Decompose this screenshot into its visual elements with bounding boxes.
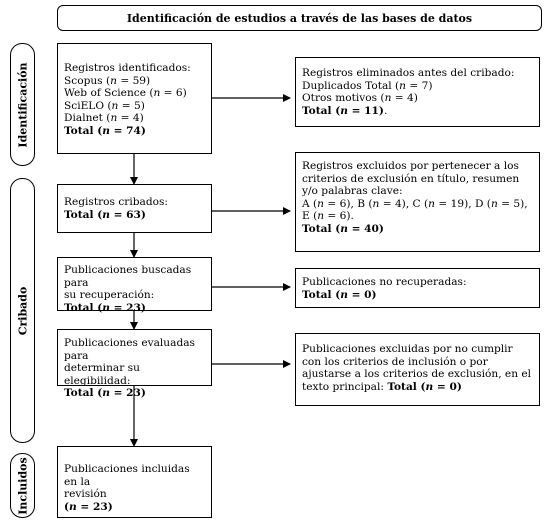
phase-identificacion: Identificación	[10, 43, 35, 166]
box-registros-excluidos: Registros excluidos por pertenecer a los…	[295, 152, 540, 252]
publicaciones-excluidas-total: texto principal: Total (n = 0)	[302, 380, 462, 393]
publicaciones-excluidas-line-3: ajustarse a los criterios de exclusión, …	[302, 368, 532, 381]
publicaciones-incluidas-total: (n = 23)	[64, 500, 113, 513]
phase-cribado: Cribado	[10, 178, 35, 443]
diagram-title-text: Identificación de estudios a través de l…	[126, 11, 473, 25]
publicaciones-excluidas-line-2: con los criterios de inclusión o por	[302, 355, 488, 368]
publicaciones-no-recuperadas-total: Total (n = 0)	[302, 288, 377, 301]
publicaciones-evaluadas-line-1: Publicaciones evaluadas para	[64, 337, 195, 362]
publicaciones-incluidas-line-2: revisión	[64, 488, 107, 501]
publicaciones-incluidas-line-1: Publicaciones incluidas en la	[64, 463, 190, 488]
registros-cribados-heading: Registros cribados:	[64, 196, 169, 208]
phase-incluidos: Incluidos	[10, 453, 35, 518]
box-publicaciones-no-recuperadas: Publicaciones no recuperadas: Total (n =…	[295, 268, 540, 308]
registros-excluidos-line-3: y/o palabras clave:	[302, 185, 403, 198]
registros-excluidos-categories-1: A (n = 6), B (n = 4), C (n = 19), D (n =…	[302, 197, 528, 210]
registros-identificados-scielo: SciELO (n = 5)	[64, 99, 145, 112]
publicaciones-excluidas-line-1: Publicaciones excluidas por no cumplir	[302, 343, 513, 355]
registros-identificados-dialnet: Dialnet (n = 4)	[64, 112, 144, 125]
box-publicaciones-incluidas: Publicaciones incluidas en la revisión (…	[57, 446, 212, 518]
registros-excluidos-total: Total (n = 40)	[302, 222, 384, 235]
publicaciones-evaluadas-total: Total (n = 23)	[64, 387, 146, 400]
publicaciones-evaluadas-line-2: determinar su elegibilidad:	[64, 362, 140, 387]
registros-eliminados-heading: Registros eliminados antes del cribado:	[302, 67, 515, 79]
registros-eliminados-duplicados: Duplicados Total (n = 7)	[302, 79, 433, 92]
registros-excluidos-categories-2: E (n = 6).	[302, 210, 354, 223]
box-registros-identificados: Registros identificados: Scopus (n = 59)…	[57, 43, 212, 154]
registros-identificados-wos: Web of Science (n = 6)	[64, 87, 187, 100]
publicaciones-buscadas-line-2: su recuperación:	[64, 289, 155, 302]
registros-cribados-total: Total (n = 63)	[64, 208, 146, 221]
publicaciones-buscadas-total: Total (n = 23)	[64, 301, 146, 314]
publicaciones-buscadas-line-1: Publicaciones buscadas para	[64, 264, 192, 289]
box-publicaciones-excluidas: Publicaciones excluidas por no cumplir c…	[295, 333, 540, 406]
box-publicaciones-evaluadas: Publicaciones evaluadas para determinar …	[57, 329, 212, 399]
registros-excluidos-line-2: criterios de exclusión en título, resume…	[302, 172, 520, 185]
box-publicaciones-buscadas: Publicaciones buscadas para su recuperac…	[57, 257, 212, 314]
publicaciones-no-recuperadas-heading: Publicaciones no recuperadas:	[302, 276, 467, 288]
registros-identificados-total: Total (n = 74)	[64, 124, 146, 137]
registros-identificados-heading: Registros identificados:	[64, 62, 191, 74]
diagram-title: Identificación de estudios a través de l…	[57, 5, 542, 31]
registros-eliminados-total: Total (n = 11).	[302, 104, 388, 117]
registros-excluidos-line-1: Registros excluidos por pertenecer a los	[302, 160, 519, 172]
box-registros-eliminados: Registros eliminados antes del cribado: …	[295, 57, 540, 127]
registros-identificados-scopus: Scopus (n = 59)	[64, 74, 151, 87]
registros-eliminados-otros: Otros motivos (n = 4)	[302, 92, 418, 105]
box-registros-cribados: Registros cribados: Total (n = 63)	[57, 184, 212, 233]
